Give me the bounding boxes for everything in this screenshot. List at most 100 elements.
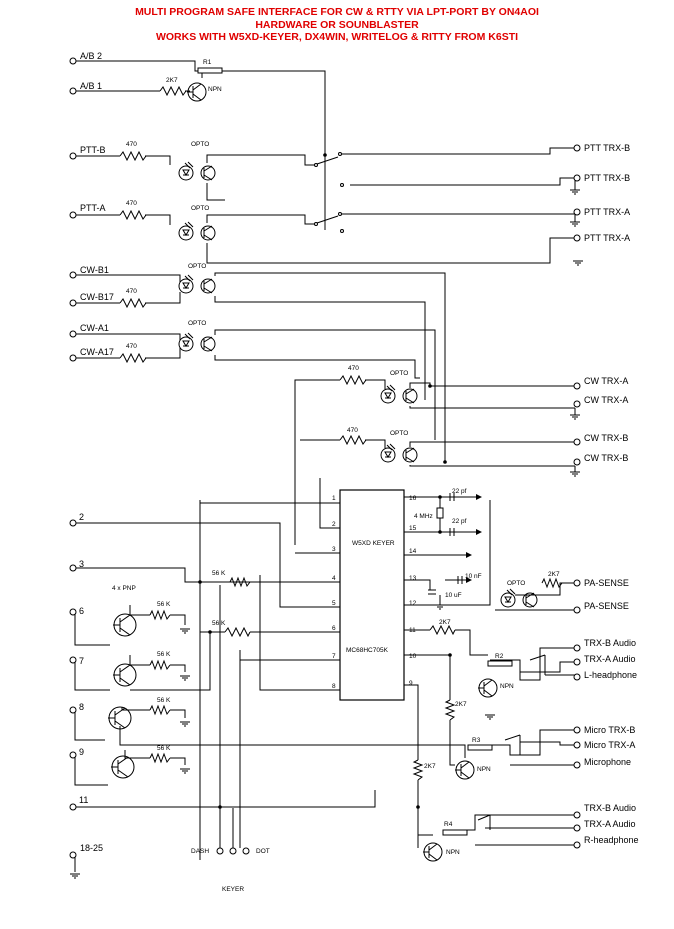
opto-label-pasense: OPTO — [507, 580, 525, 587]
terminal-label-cw-trxb-1: CW TRX-B — [584, 433, 628, 443]
terminal-pa-sense-1[interactable] — [573, 579, 581, 587]
terminal-trxb-audio-l[interactable] — [573, 644, 581, 652]
terminal-label-dash: DASH — [191, 848, 209, 855]
res-label-cwa: 470 — [126, 343, 137, 350]
terminal-trxa-audio-r[interactable] — [573, 824, 581, 832]
ic-w5xd-keyer — [339, 489, 405, 701]
terminal-cwa1[interactable] — [69, 330, 77, 338]
npn-label-l: NPN — [500, 683, 514, 690]
terminal-label-ptt-trxa-2: PTT TRX-A — [584, 233, 630, 243]
terminal-7[interactable] — [69, 656, 77, 664]
terminal-l-headphone[interactable] — [573, 673, 581, 681]
terminal-label-trxa-audio-l: TRX-A Audio — [584, 654, 636, 664]
terminal-6[interactable] — [69, 608, 77, 616]
resistor-470-cwtrxb — [339, 434, 367, 446]
terminal-keyer-common[interactable] — [229, 847, 237, 855]
terminal-8[interactable] — [69, 706, 77, 714]
npn-label-ab: NPN — [208, 86, 222, 93]
terminal-pa-sense-2[interactable] — [573, 606, 581, 614]
terminal-cw-trxa-1[interactable] — [573, 382, 581, 390]
terminal-ab2[interactable] — [69, 57, 77, 65]
terminal-trxa-audio-l[interactable] — [573, 658, 581, 666]
terminal-cwb17[interactable] — [69, 299, 77, 307]
terminal-pttb[interactable] — [69, 152, 77, 160]
title-line-2: HARDWARE OR SOUNBLASTER — [255, 18, 419, 31]
npn-label-mic: NPN — [477, 766, 491, 773]
res-label-56k-2: 56 K — [212, 620, 226, 627]
res-label-56k-8: 56 K — [157, 697, 171, 704]
resistor-56k-8 — [149, 704, 171, 716]
terminal-microphone[interactable] — [573, 761, 581, 769]
terminal-dash[interactable] — [216, 847, 224, 855]
crystal-4mhz — [436, 497, 444, 532]
pnp-transistor-9 — [110, 755, 135, 779]
terminal-micro-trxb[interactable] — [573, 726, 581, 734]
resistor-2k7-pin9 — [412, 759, 424, 781]
res-label-56k-1: 56 K — [212, 570, 226, 577]
left-terminals: A/B 2 A/B 1 PTT-B PTT-A CW-B1 CW-B17 CW-… — [69, 51, 114, 859]
r3-relay-bar — [467, 744, 493, 751]
ic-pin-l6: 6 — [332, 625, 336, 632]
terminal-cwb1[interactable] — [69, 271, 77, 279]
right-terminals: PTT TRX-B PTT TRX-B PTT TRX-A PTT TRX-A … — [573, 143, 639, 849]
terminal-ptt-trxb-2[interactable] — [573, 174, 581, 182]
pnp-note: 4 x PNP — [112, 585, 136, 592]
terminal-ptt-trxb-1[interactable] — [573, 144, 581, 152]
opto-label-cwtrxa: OPTO — [390, 370, 408, 377]
component-labels: R1 R2 R3 R4 2K7 2K7 2K7 2K7 2K7 470 470 … — [112, 59, 560, 856]
terminal-9[interactable] — [69, 751, 77, 759]
r2-relay-bar — [487, 660, 513, 667]
terminal-18-25[interactable] — [69, 851, 77, 859]
opto-cwtrxa — [380, 384, 418, 404]
terminal-label-dot: DOT — [256, 848, 270, 855]
terminal-micro-trxa[interactable] — [573, 741, 581, 749]
resistor-56k-6 — [149, 609, 171, 621]
r4-relay-bar — [442, 829, 468, 836]
terminal-label-l-headphone: L-headphone — [584, 670, 637, 680]
terminal-ptta[interactable] — [69, 211, 77, 219]
arrow-markers — [466, 494, 482, 583]
opto-cwa — [178, 332, 216, 352]
terminal-r-headphone[interactable] — [573, 841, 581, 849]
opto-label-cwa: OPTO — [188, 320, 206, 327]
terminal-label-r-headphone: R-headphone — [584, 835, 639, 845]
terminal-label-pa-sense-1: PA-SENSE — [584, 578, 629, 588]
terminal-cw-trxb-2[interactable] — [573, 458, 581, 466]
terminal-11[interactable] — [69, 803, 77, 811]
terminal-label-ptt-trxb-2: PTT TRX-B — [584, 173, 630, 183]
terminal-cw-trxa-2[interactable] — [573, 400, 581, 408]
res-label-56k-9: 56 K — [157, 745, 171, 752]
terminal-label-ab1: A/B 1 — [80, 81, 102, 91]
terminal-ptt-trxa-2[interactable] — [573, 234, 581, 242]
ic-pin-r12: 12 — [409, 600, 417, 607]
terminal-cw-trxb-1[interactable] — [573, 438, 581, 446]
ic-pin-r9: 9 — [409, 680, 413, 687]
terminal-label-ptta: PTT-A — [80, 203, 106, 213]
resistor-470-pttb — [119, 150, 147, 162]
terminal-dot[interactable] — [242, 847, 250, 855]
res-label-cwtrxa: 470 — [348, 365, 359, 372]
res-label-pin10: 2K7 — [455, 701, 467, 708]
resistor-2k7-ab1 — [159, 85, 187, 97]
resistor-2k7-pasense — [541, 577, 563, 589]
terminal-label-trxb-audio-l: TRX-B Audio — [584, 638, 636, 648]
terminal-label-trxb-audio-r: TRX-B Audio — [584, 803, 636, 813]
terminal-3[interactable] — [69, 564, 77, 572]
res-label-pin11: 2K7 — [439, 619, 451, 626]
npn-transistor-mic — [454, 760, 475, 780]
cap-10uf — [428, 589, 436, 595]
keyer-label: KEYER — [222, 886, 244, 893]
title-line-3: WORKS WITH W5XD-KEYER, DX4WIN, WRITELOG … — [155, 31, 519, 43]
terminal-ptt-trxa-1[interactable] — [573, 208, 581, 216]
resistor-56k-9 — [149, 752, 171, 764]
terminal-cwa17[interactable] — [69, 354, 77, 362]
ground-symbols — [69, 189, 584, 879]
terminal-trxb-audio-r[interactable] — [573, 811, 581, 819]
terminal-ab1[interactable] — [69, 87, 77, 95]
junction-dots — [198, 153, 452, 809]
ic-pin-l2: 2 — [332, 521, 336, 528]
res-label-cwb: 470 — [126, 288, 137, 295]
terminal-2[interactable] — [69, 519, 77, 527]
ptt-switch-b — [314, 152, 344, 187]
